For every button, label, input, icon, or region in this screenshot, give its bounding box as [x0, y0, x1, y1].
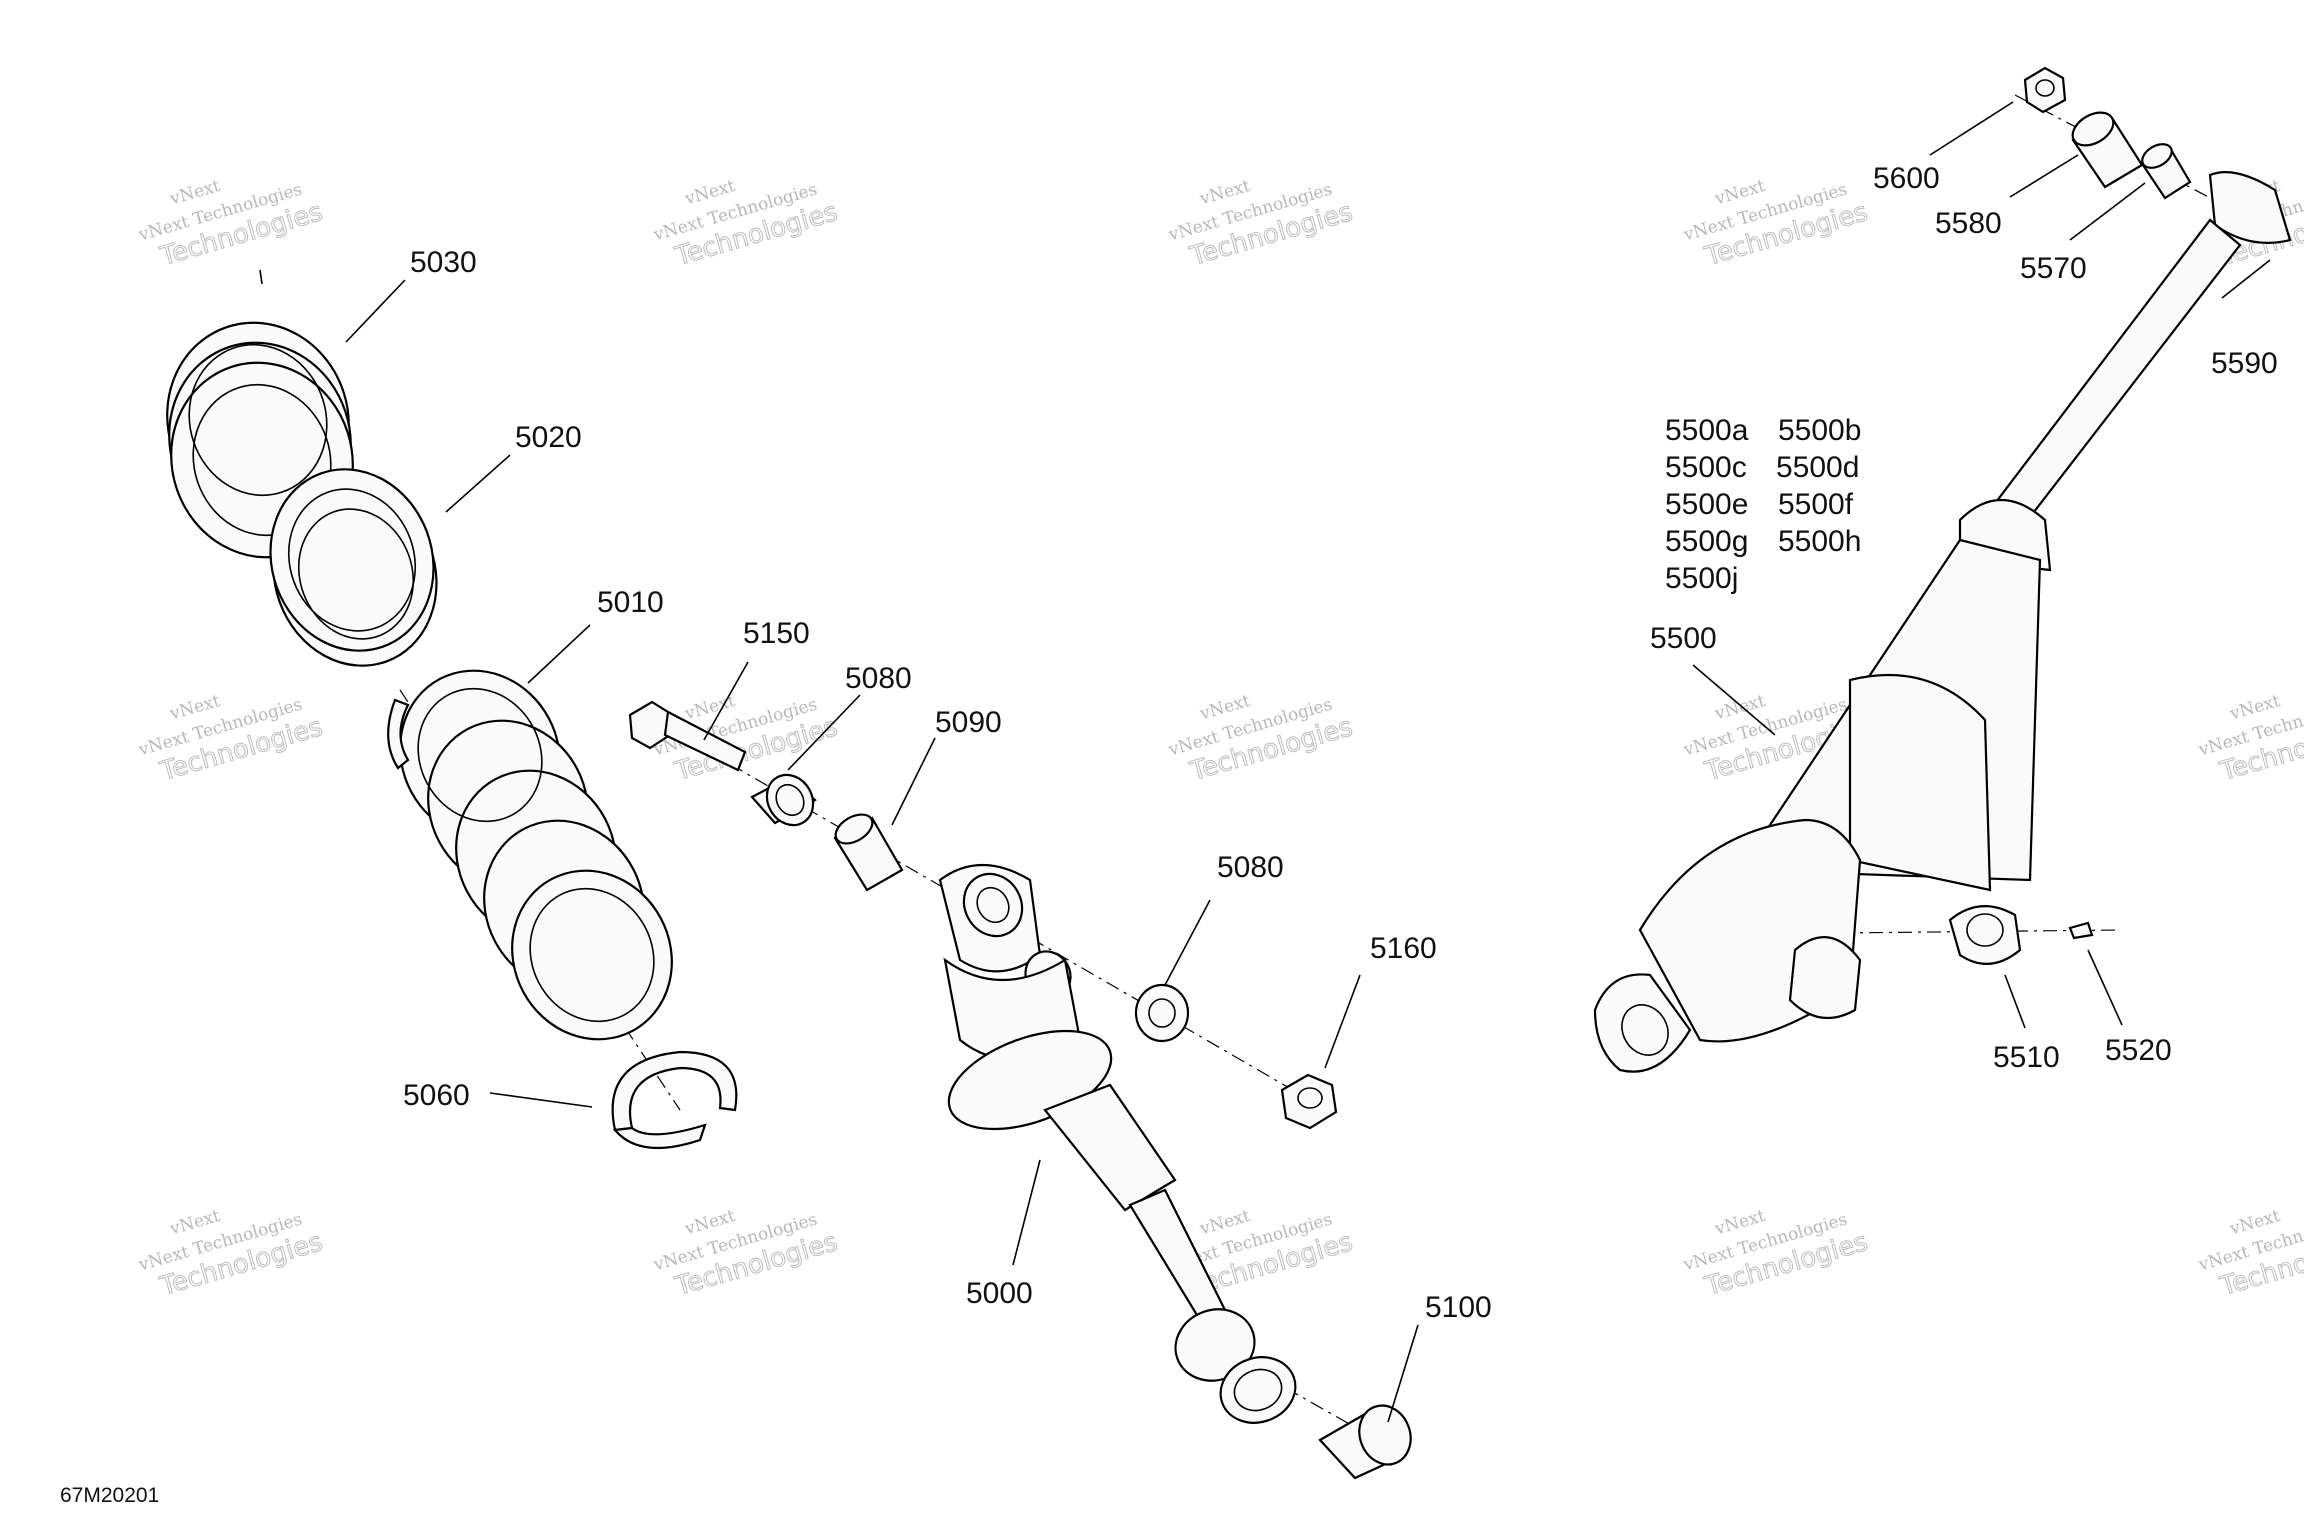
callout-5520: 5520: [2105, 1034, 2172, 1067]
variant-5500j: 5500j: [1665, 562, 1738, 595]
shock-absorber-assembly-part: [1593, 171, 2292, 1073]
variant-5500f: 5500f: [1778, 488, 1854, 521]
callout-5570: 5570: [2020, 252, 2087, 285]
spring-retainer-part: [269, 468, 438, 667]
variant-5500d: 5500d: [1776, 451, 1859, 484]
callout-5020: 5020: [515, 421, 582, 454]
callout-5590: 5590: [2211, 347, 2278, 380]
lock-nut-part: [1280, 1073, 1338, 1130]
shock-absorber-body-part: [938, 864, 1297, 1424]
drawing-code: 67M20201: [60, 1484, 159, 1507]
callout-5500: 5500: [1650, 622, 1717, 655]
top-mount-hardware-parts: [2023, 66, 2192, 200]
bolt-part: [628, 700, 747, 772]
bushing-lower-part: [1134, 983, 1190, 1043]
callout-5100: 5100: [1425, 1291, 1492, 1324]
variant-list: 5500a 5500b 5500c 5500d 5500e 5500f 5500…: [1665, 414, 1861, 595]
callout-5510: 5510: [1993, 1041, 2060, 1074]
variant-5500e: 5500e: [1665, 488, 1748, 521]
callout-5600: 5600: [1873, 162, 1940, 195]
variant-5500b: 5500b: [1778, 414, 1861, 447]
callout-5000: 5000: [966, 1277, 1033, 1310]
callout-5090: 5090: [935, 706, 1002, 739]
variant-5500h: 5500h: [1778, 525, 1861, 558]
coil-spring-part: [387, 669, 673, 1041]
adjuster-knob-parts: [1948, 905, 2094, 965]
sleeve-part: [833, 813, 904, 892]
bushing-upper-part: [750, 773, 817, 827]
callout-5010: 5010: [597, 586, 664, 619]
callout-5060: 5060: [403, 1079, 470, 1112]
leader-lines: [345, 101, 2271, 1423]
callout-5030: 5030: [410, 246, 477, 279]
bushing-bottom-part: [1318, 1404, 1412, 1480]
callout-5160: 5160: [1370, 932, 1437, 965]
callout-5580: 5580: [1935, 207, 2002, 240]
variant-5500g: 5500g: [1665, 525, 1748, 558]
callout-5080-lower: 5080: [1217, 851, 1284, 884]
retaining-clip-part: [611, 1050, 738, 1150]
variant-5500c: 5500c: [1665, 451, 1747, 484]
callout-5080-upper: 5080: [845, 662, 912, 695]
callout-5150: 5150: [743, 617, 810, 650]
variant-5500a: 5500a: [1665, 414, 1749, 447]
callout-labels: 5030 5020 5010 5150 5080 5090 5080 5160 …: [403, 162, 2278, 1324]
